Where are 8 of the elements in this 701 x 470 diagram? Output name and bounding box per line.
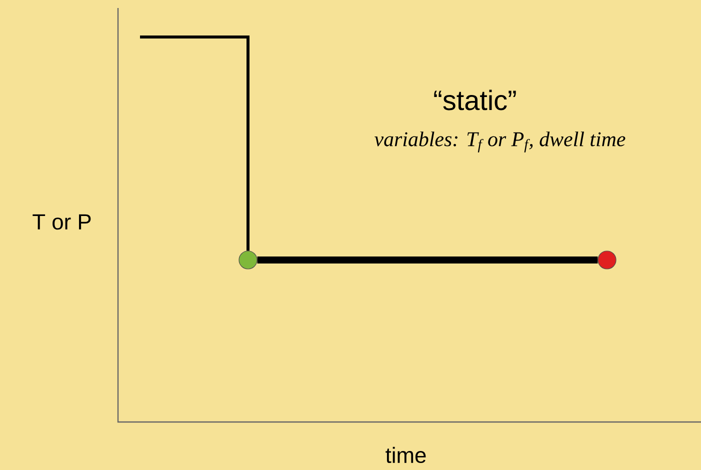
- title-text: “static”: [434, 90, 516, 110]
- profile-line: [257, 256, 598, 264]
- profile-line: [140, 36, 250, 251]
- subtitle-text: variables: T$_{f}$ or P$_{f}$, dwell time: [374, 132, 626, 152]
- point-marker: [598, 250, 616, 270]
- axis-label: T or P: [32, 214, 91, 230]
- axis-label: time: [386, 446, 426, 464]
- point-marker: [238, 250, 258, 270]
